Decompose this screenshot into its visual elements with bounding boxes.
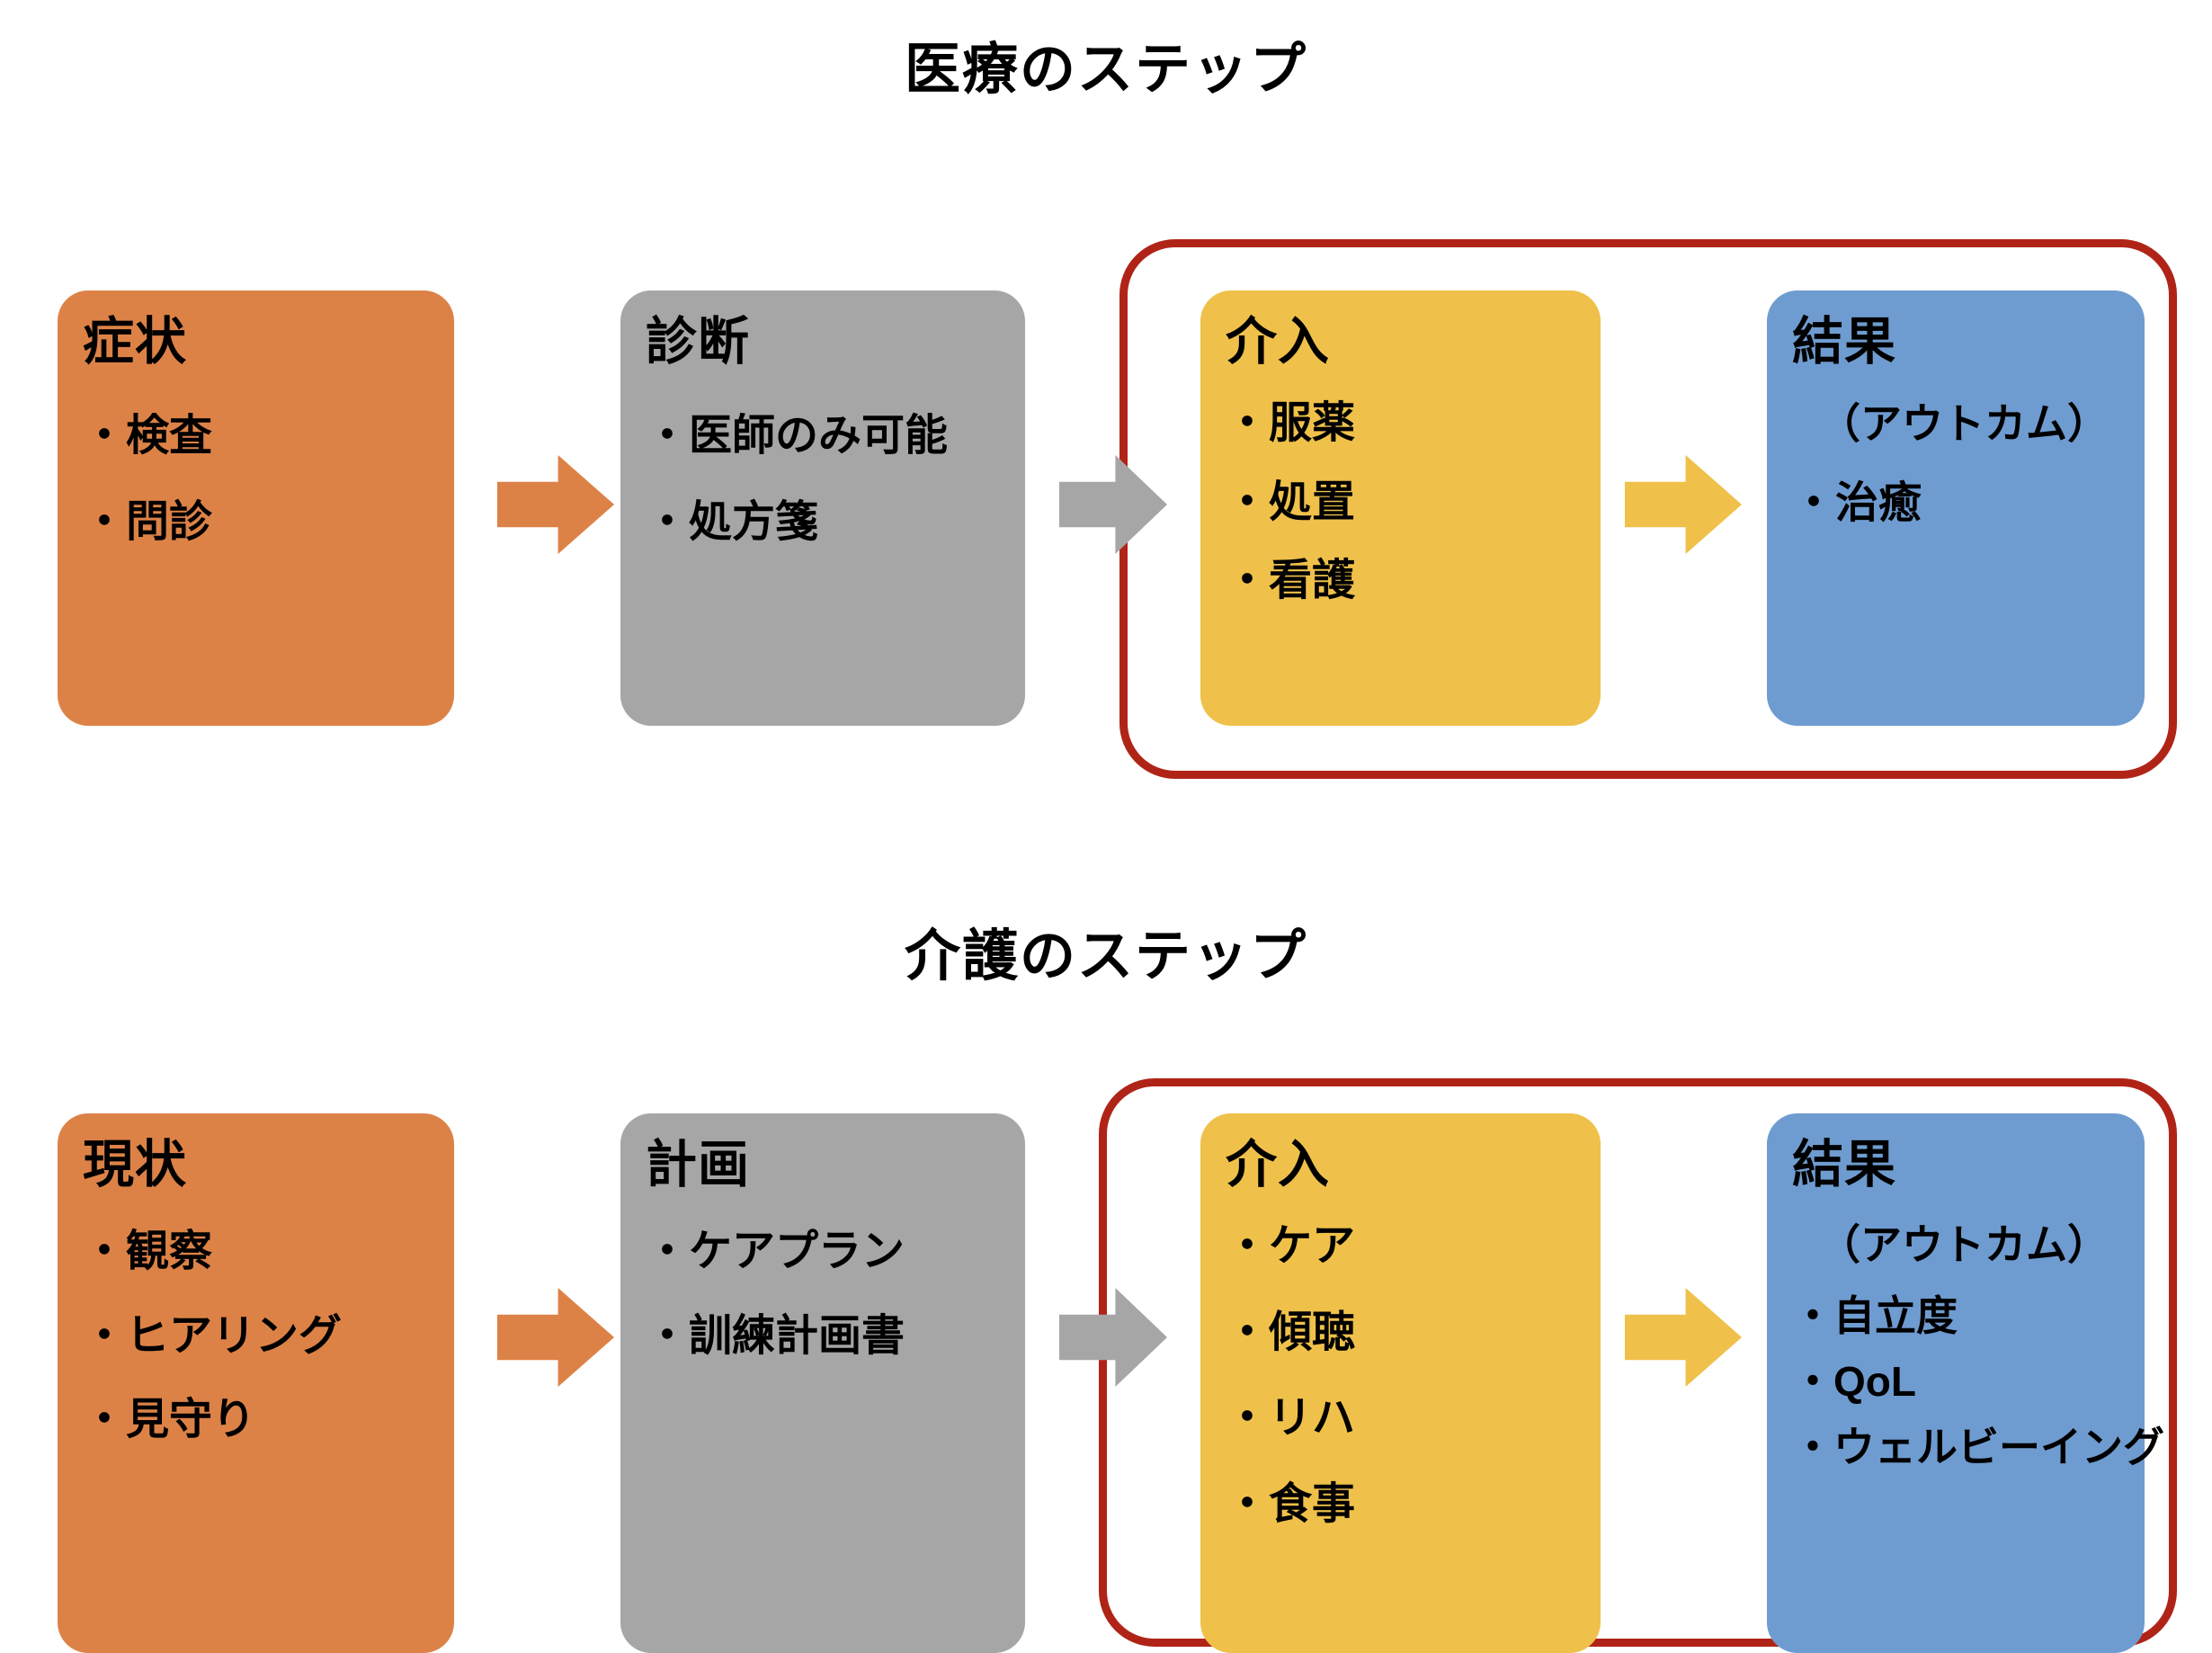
step-box-intervention-care-bullets: ・ケア ・傾聴 ・リハ ・食事 (1226, 1221, 1584, 1530)
list-item: ・ウェルビーイング (1792, 1424, 2164, 1471)
step-box-plan-bullets: ・ケアプラン ・訓練計画書 (646, 1227, 1009, 1361)
step-box-intervention-care-title: 介入 (1226, 1136, 1330, 1193)
arrow-right-icon-intervention-to-outcome-care (1625, 1288, 1742, 1387)
list-item: ・ケア (1226, 1221, 1356, 1270)
arrow-right-icon-plan-to-intervention (1059, 1288, 1167, 1387)
step-box-symptom-title: 症状 (83, 313, 187, 371)
list-item: ・看護 (1226, 557, 1356, 605)
step-box-outcome-medical-title: 結果 (1792, 313, 1896, 371)
step-box-intervention-medical[interactable]: 介入 ・服薬 ・処置 ・看護 (1200, 290, 1601, 726)
list-item: ・食事 (1226, 1479, 1356, 1528)
arrow-right-icon-intervention-to-outcome-medical (1625, 455, 1742, 554)
list-item: ・ヒアリング (83, 1311, 343, 1360)
list-item: ・訓練計画書 (646, 1311, 905, 1360)
step-box-symptom[interactable]: 症状 ・検査 ・問診 (58, 290, 454, 726)
step-box-diagnosis[interactable]: 診断 ・医師のみ可能 ・処方箋 (620, 290, 1025, 726)
step-box-diagnosis-title: 診断 (646, 313, 750, 371)
list-item: ・ケアプラン (646, 1227, 905, 1275)
list-item: ・観察 (83, 1227, 213, 1275)
list-item: ・見守り (83, 1396, 256, 1444)
step-box-plan-title: 計画 (646, 1136, 750, 1193)
list-item: ・QoL (1792, 1358, 1916, 1406)
section-title-care: 介護のステップ (904, 925, 1307, 987)
list-item: ・リハ (1226, 1394, 1356, 1443)
step-box-outcome-medical-subtitle: （アウトカム） (1819, 399, 2109, 447)
list-item: ・服薬 (1226, 398, 1356, 447)
arrow-right-icon-current-to-plan (497, 1288, 614, 1387)
list-item: ・問診 (83, 497, 213, 546)
step-box-outcome-medical-bullets: ・治癒 (1792, 478, 2128, 529)
step-box-outcome-care-bullets: ・自立度 ・QoL ・ウェルビーイング (1792, 1291, 2164, 1472)
section-title-medical: 医療のステップ (904, 39, 1307, 101)
list-item: ・傾聴 (1226, 1308, 1356, 1356)
step-box-outcome-care-title: 結果 (1792, 1136, 1896, 1193)
list-item: ・処置 (1226, 478, 1356, 526)
step-box-diagnosis-bullets: ・医師のみ可能 ・処方箋 (646, 411, 1009, 547)
arrow-right-icon-diagnosis-to-intervention (1059, 455, 1167, 554)
step-box-intervention-care[interactable]: 介入 ・ケア ・傾聴 ・リハ ・食事 (1200, 1113, 1601, 1653)
step-box-outcome-medical[interactable]: 結果 （アウトカム） ・治癒 (1767, 290, 2145, 726)
step-box-outcome-care-subtitle: （アウトカム） (1819, 1220, 2109, 1268)
list-item: ・治癒 (1792, 478, 1922, 527)
step-box-current-state[interactable]: 現状 ・観察 ・ヒアリング ・見守り (58, 1113, 454, 1653)
step-box-symptom-bullets: ・検査 ・問診 (83, 411, 438, 547)
list-item: ・医師のみ可能 (646, 411, 949, 460)
step-box-intervention-medical-title: 介入 (1226, 313, 1330, 371)
list-item: ・自立度 (1792, 1291, 1958, 1339)
step-box-plan[interactable]: 計画 ・ケアプラン ・訓練計画書 (620, 1113, 1025, 1653)
list-item: ・検査 (83, 411, 213, 460)
list-item: ・処方箋 (646, 497, 819, 546)
step-box-current-state-title: 現状 (83, 1136, 187, 1193)
step-box-current-state-bullets: ・観察 ・ヒアリング ・見守り (83, 1227, 438, 1445)
step-box-outcome-care[interactable]: 結果 （アウトカム） ・自立度 ・QoL ・ウェルビーイング (1767, 1113, 2164, 1653)
arrow-right-icon-symptom-to-diagnosis (497, 455, 614, 554)
step-box-intervention-medical-bullets: ・服薬 ・処置 ・看護 (1226, 398, 1584, 606)
